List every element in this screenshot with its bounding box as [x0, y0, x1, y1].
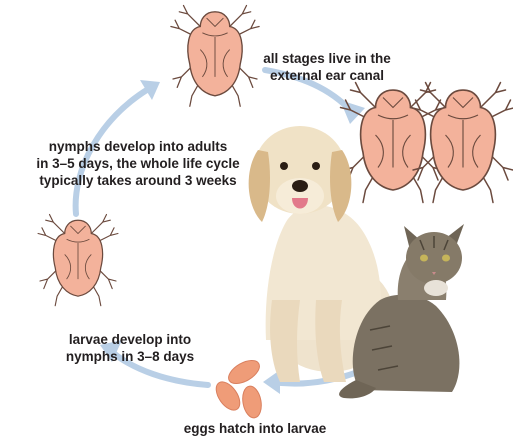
label-nymphs-adults: nymphs develop into adults in 3–5 days, … [18, 138, 258, 189]
label-all-stages-line-1: all stages live in the [258, 50, 396, 67]
label-nymphs-adults-line-1: nymphs develop into adults [18, 138, 258, 155]
label-all-stages: all stages live in the external ear cana… [258, 50, 396, 84]
adult-mite-top-illustration [171, 6, 259, 107]
larva-mite-left-illustration [38, 215, 118, 306]
label-larvae-nymphs-line-1: larvae develop into [55, 331, 205, 348]
adult-mite-right-b-illustration [411, 83, 513, 203]
arrowhead-right [340, 100, 365, 124]
label-nymphs-adults-line-3: typically takes around 3 weeks [18, 172, 258, 189]
eggs-illustration [211, 356, 263, 420]
adult-mite-right-a-illustration [341, 83, 446, 203]
label-eggs-larvae-line-1: eggs hatch into larvae [165, 420, 345, 437]
label-eggs-larvae: eggs hatch into larvae [165, 420, 345, 437]
label-nymphs-adults-line-2: in 3–5 days, the whole life cycle [18, 155, 258, 172]
label-larvae-nymphs-line-2: nymphs in 3–8 days [55, 348, 205, 365]
label-all-stages-line-2: external ear canal [258, 67, 396, 84]
label-larvae-nymphs: larvae develop into nymphs in 3–8 days [55, 331, 205, 365]
